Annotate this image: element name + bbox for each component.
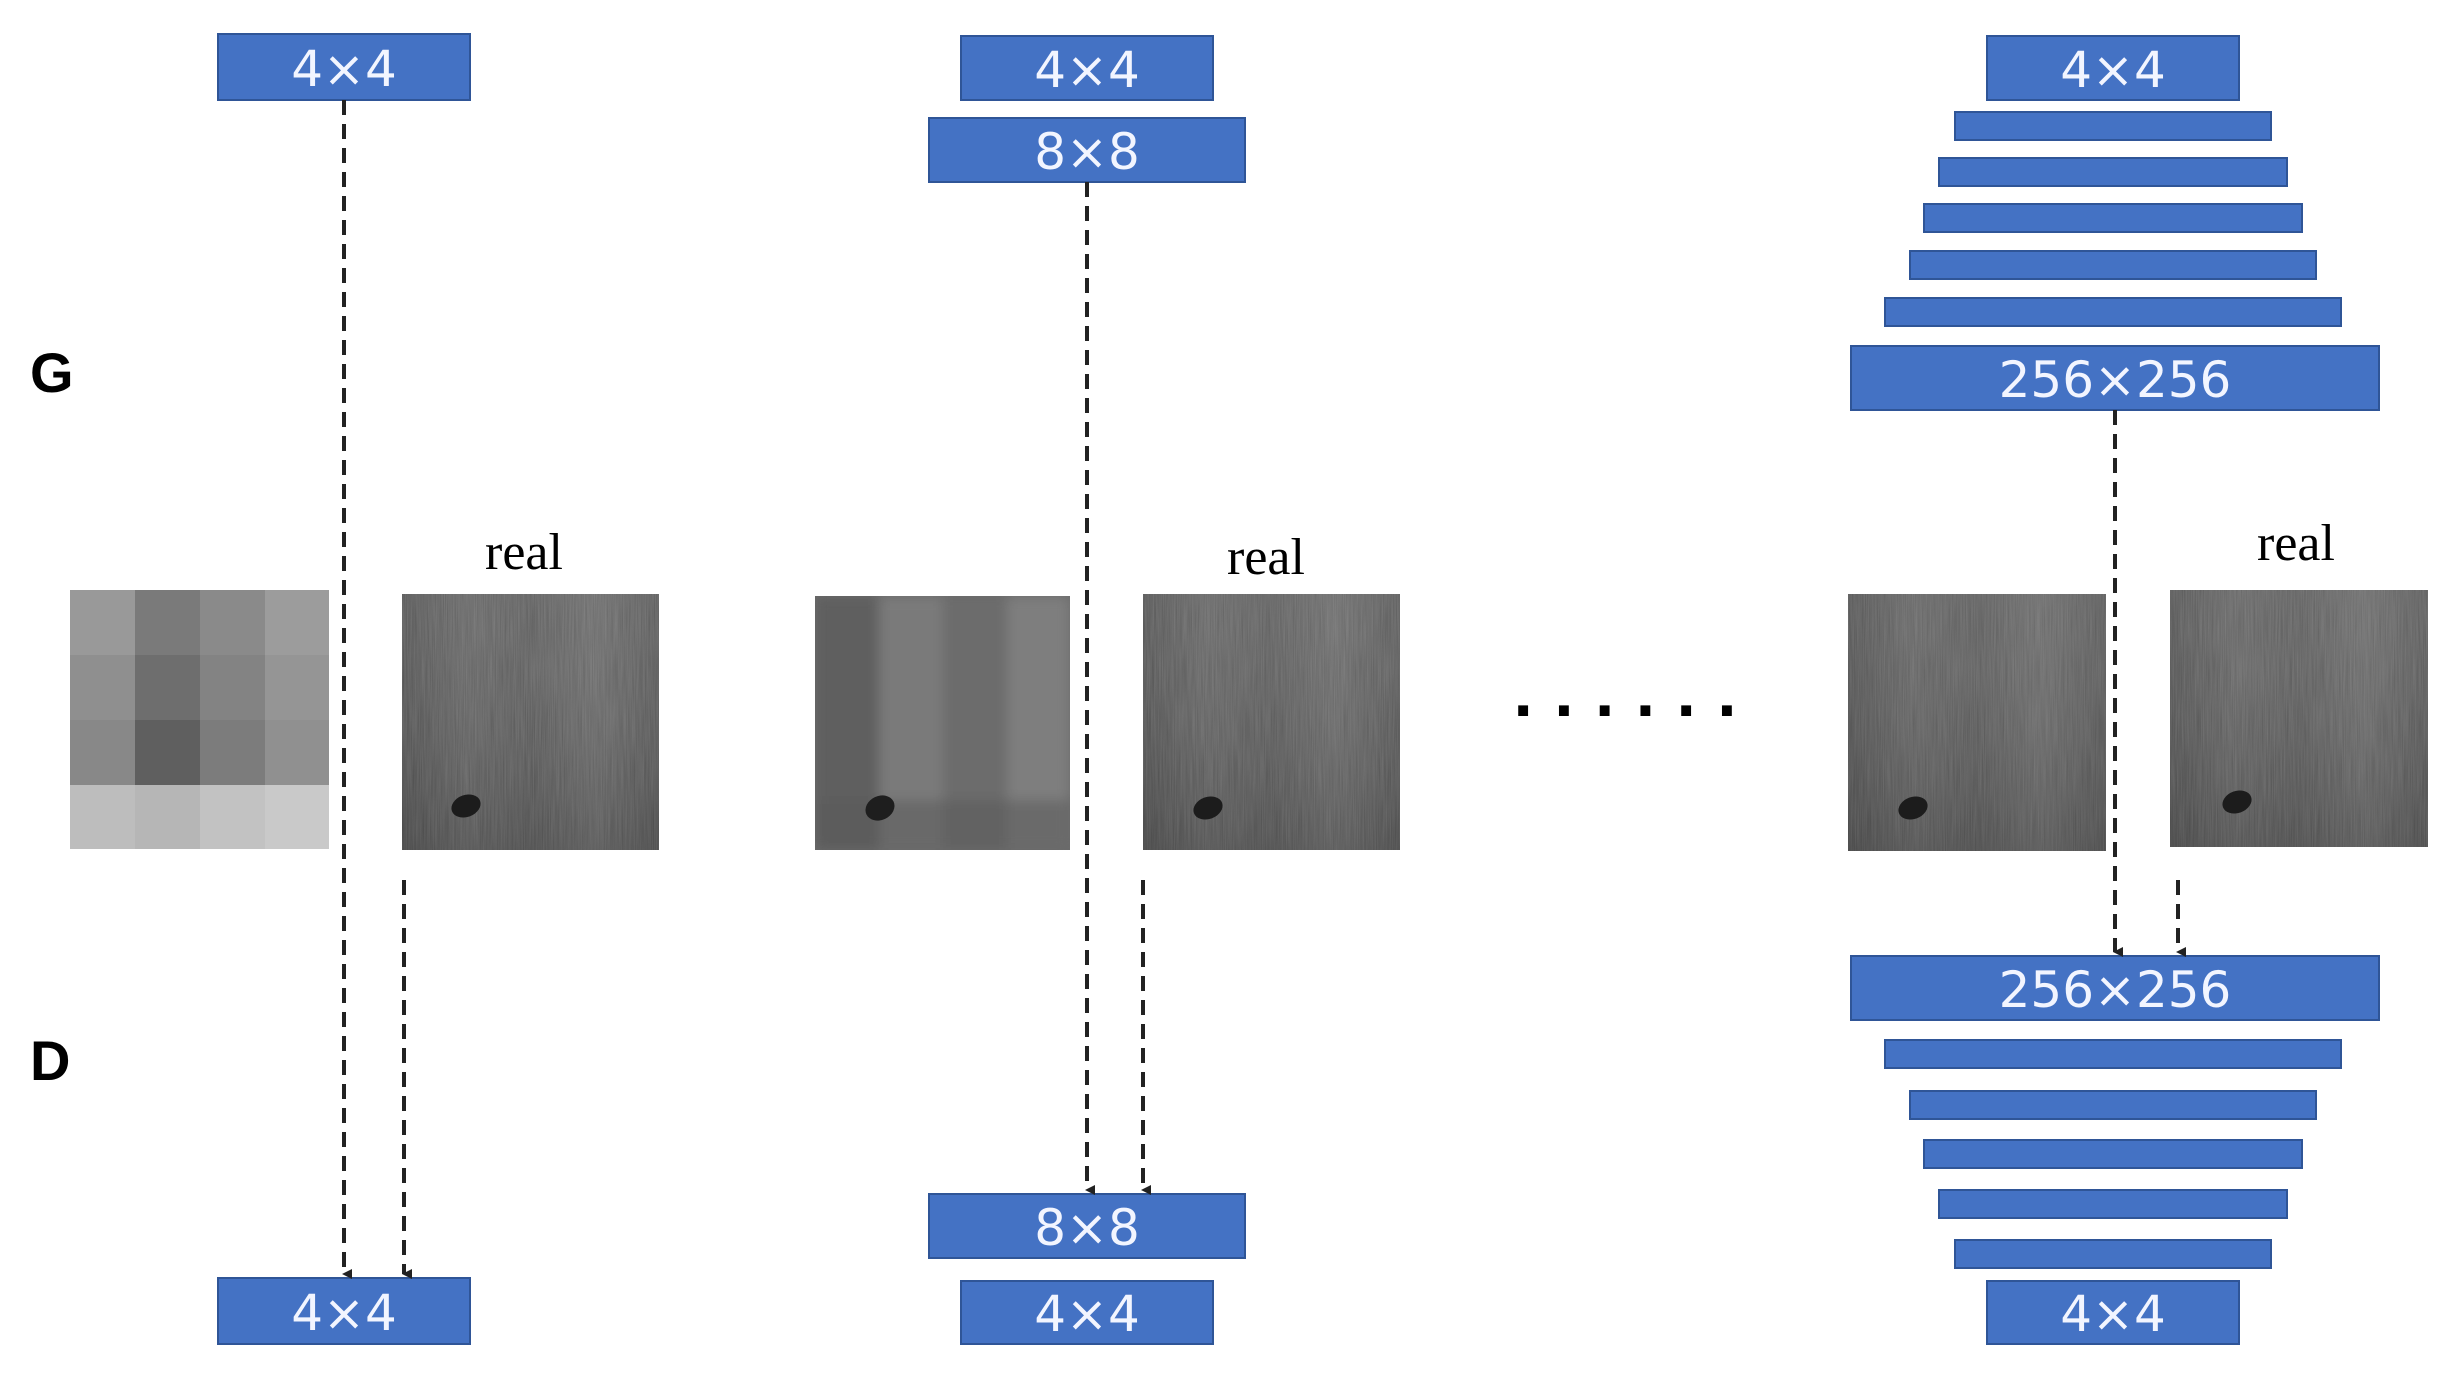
stage2-generated-image: [815, 596, 1070, 850]
stage1-g-block-label: 4×4: [291, 40, 397, 98]
stage3-d-bottom-label: 4×4: [2060, 1285, 2166, 1343]
stage-3: 4×4 256×256 real 256×256: [1848, 35, 2428, 1345]
stage3-g-layer: [1909, 250, 2317, 280]
stage2-d-block-8x8-label: 8×8: [1034, 1199, 1140, 1257]
stage2-real-image: [1143, 594, 1400, 850]
stage2-generator-block-8x8: 8×8: [928, 117, 1246, 183]
stage3-g-block-bottom: [1850, 345, 2380, 411]
stages-ellipsis: · · · · · ·: [1512, 679, 1737, 744]
stage3-generator-stack: 4×4 256×256: [1850, 35, 2380, 411]
stage3-d-top-label: 256×256: [1999, 961, 2232, 1019]
stage1-discriminator-block: 4×4: [217, 1277, 471, 1345]
stage3-d-layer: [1954, 1239, 2272, 1269]
stage1-real-label: real: [485, 524, 563, 581]
stage3-generated-image: [1848, 594, 2106, 851]
stage3-d-block-bottom: [1986, 1280, 2240, 1345]
stage3-real-label: real: [2257, 515, 2335, 572]
stage3-d-layer: [1884, 1039, 2342, 1069]
stage3-g-layer: [1923, 203, 2303, 233]
stage2-discriminator-block-4x4: 4×4: [960, 1280, 1214, 1345]
generator-row-label: G: [30, 341, 74, 404]
stage-2: 4×4 8×8 real: [815, 35, 1400, 1345]
stage2-d-block-4x4-label: 4×4: [1034, 1285, 1140, 1343]
stage2-g-block-4x4-label: 4×4: [1034, 41, 1140, 99]
stage3-g-top-label: 4×4: [2060, 41, 2166, 99]
stage3-g-layer: [1938, 157, 2288, 187]
discriminator-row-label: D: [30, 1029, 70, 1092]
stage2-real-label: real: [1227, 529, 1305, 586]
stage3-real-image: [2170, 590, 2428, 847]
stage2-generator-block-4x4: 4×4: [960, 35, 1214, 101]
stage3-g-layer: [1954, 111, 2272, 141]
stage3-g-layer: [1884, 297, 2342, 327]
stage1-real-image: [402, 594, 659, 850]
stage-1: 4×4 real: [70, 33, 659, 1345]
stage2-discriminator-block-8x8: 8×8: [928, 1193, 1246, 1259]
stage1-generated-image: [70, 590, 329, 849]
stage1-generator-block: 4×4: [217, 33, 471, 101]
stage3-g-bottom-label: 256×256: [1999, 351, 2232, 409]
stage3-d-layer: [1923, 1139, 2303, 1169]
stage3-d-layer: [1938, 1189, 2288, 1219]
stage3-discriminator-stack: 256×256 4×4: [1850, 955, 2380, 1345]
stage2-g-block-8x8-label: 8×8: [1034, 123, 1140, 181]
stage3-g-block-top: [1986, 35, 2240, 101]
stage3-d-layer: [1909, 1090, 2317, 1120]
stage3-d-block-top: [1850, 955, 2380, 1021]
stage1-d-block-label: 4×4: [291, 1284, 397, 1342]
